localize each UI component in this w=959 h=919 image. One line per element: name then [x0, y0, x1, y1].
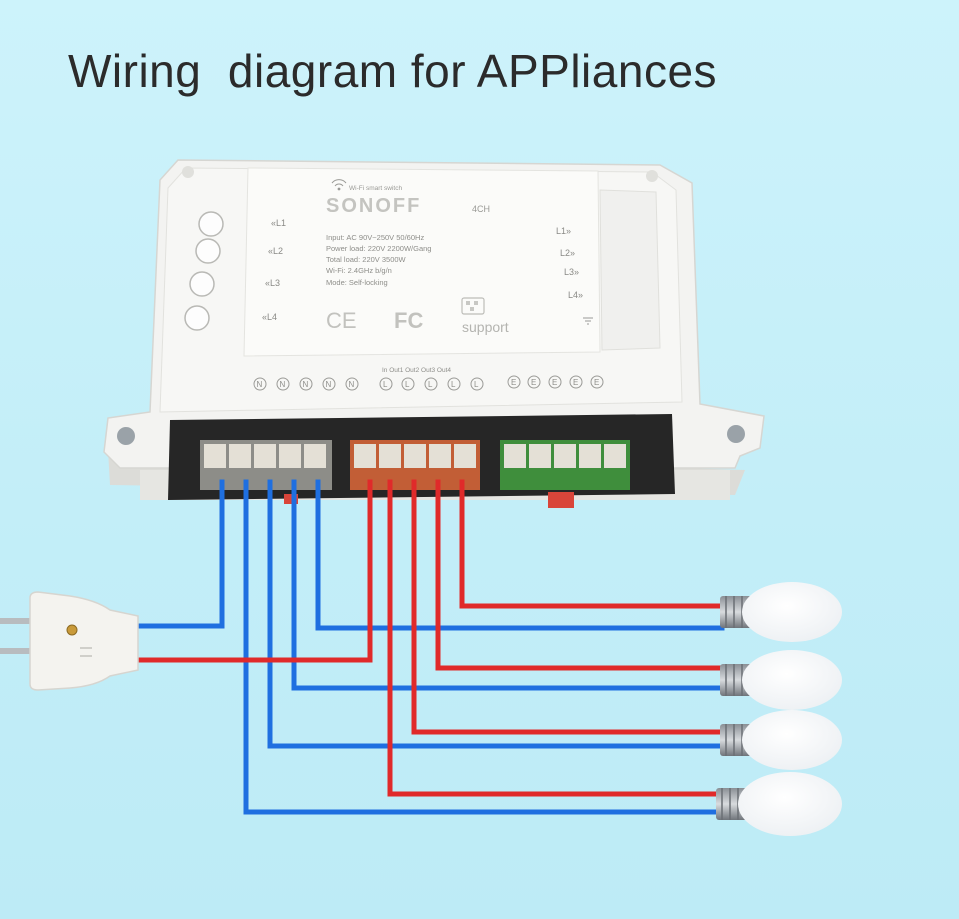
sonoff-4ch-device: «L1 «L2 «L3 «L4 Wi-Fi smart switch SONOF… [103, 159, 765, 508]
ground-icon [583, 317, 593, 325]
mounting-hole [727, 425, 745, 443]
svg-text:L: L [383, 380, 388, 389]
terminal-symbols-l: L L L L L [379, 377, 484, 391]
right-label-l1: L1» [556, 226, 571, 236]
brand-logo: SONOFF [326, 195, 421, 217]
spec-total: Total load: 220V 3500W [326, 255, 407, 264]
live-wire-out1 [459, 479, 725, 609]
earth-terminal-block [500, 440, 630, 490]
neutral-wire-out3 [267, 479, 725, 749]
channel-button-1 [198, 211, 224, 237]
bulb-1 [720, 582, 842, 642]
neutral-wire-out1 [315, 479, 725, 631]
svg-text:L: L [428, 380, 433, 389]
bulb-2 [720, 650, 842, 710]
bulb-glass [742, 650, 842, 710]
live-wire-input [134, 479, 373, 663]
live-wire-out3 [411, 479, 725, 735]
bulb-glass [738, 772, 842, 836]
svg-text:E: E [511, 378, 516, 387]
svg-text:N: N [349, 380, 355, 389]
svg-text:N: N [280, 380, 286, 389]
plug-prong-bottom [0, 648, 32, 654]
spec-power: Power load: 220V 2200W/Gang [326, 244, 431, 253]
svg-text:E: E [531, 378, 536, 387]
terminal-symbols-n: N N N N N [253, 377, 359, 391]
svg-text:L: L [451, 380, 456, 389]
left-label-l2: «L2 [268, 246, 283, 256]
ce-mark: CE [326, 308, 357, 333]
channel-buttons [184, 211, 224, 331]
support-label: support [462, 319, 509, 335]
right-label-l3: L3» [564, 267, 579, 277]
svg-text:L: L [405, 380, 410, 389]
mounting-hole [117, 427, 135, 445]
bulb-glass [742, 582, 842, 642]
model-label: 4CH [472, 204, 490, 214]
neutral-wire-out4 [243, 479, 725, 815]
terminal-symbols-e: E E E E E [507, 375, 604, 389]
svg-text:L: L [474, 380, 479, 389]
svg-text:E: E [552, 378, 557, 387]
live-wire-out2 [435, 479, 725, 671]
neutral-wires [134, 479, 725, 815]
bulb-3 [720, 710, 842, 770]
channel-button-4 [184, 305, 210, 331]
bulb-glass [742, 710, 842, 770]
neutral-wire-out2 [291, 479, 725, 691]
plug-prong-top [0, 618, 32, 624]
right-label-l2: L2» [560, 248, 575, 258]
left-label-l4: «L4 [262, 312, 277, 322]
spec-mode: Mode: Self-locking [326, 278, 388, 287]
channel-button-2 [195, 238, 221, 264]
svg-text:N: N [257, 380, 263, 389]
svg-text:E: E [573, 378, 578, 387]
wifi-icon [331, 179, 347, 191]
device-subtitle: Wi-Fi smart switch [349, 185, 402, 192]
live-wires [134, 479, 725, 797]
svg-text:E: E [594, 378, 599, 387]
bulb-4 [716, 772, 842, 836]
channel-button-3 [189, 271, 215, 297]
terminal-header: In Out1 Out2 Out3 Out4 [382, 367, 451, 374]
left-label-l1: «L1 [271, 218, 286, 228]
svg-text:N: N [303, 380, 309, 389]
spec-input: Input: AC 90V~250V 50/60Hz [326, 233, 424, 242]
fc-mark: FC [394, 308, 423, 333]
right-label-l4: L4» [568, 290, 583, 300]
neutral-wire-input [134, 479, 225, 629]
left-label-l3: «L3 [265, 278, 280, 288]
diagram-title: Wiring diagram for APPliances [68, 45, 718, 97]
power-plug [0, 591, 139, 691]
live-wire-out4 [387, 479, 725, 797]
plug-screw-icon [66, 624, 78, 636]
support-qr-icon [461, 297, 485, 315]
spec-wifi: Wi-Fi: 2.4GHz b/g/n [326, 266, 392, 275]
svg-text:N: N [326, 380, 332, 389]
